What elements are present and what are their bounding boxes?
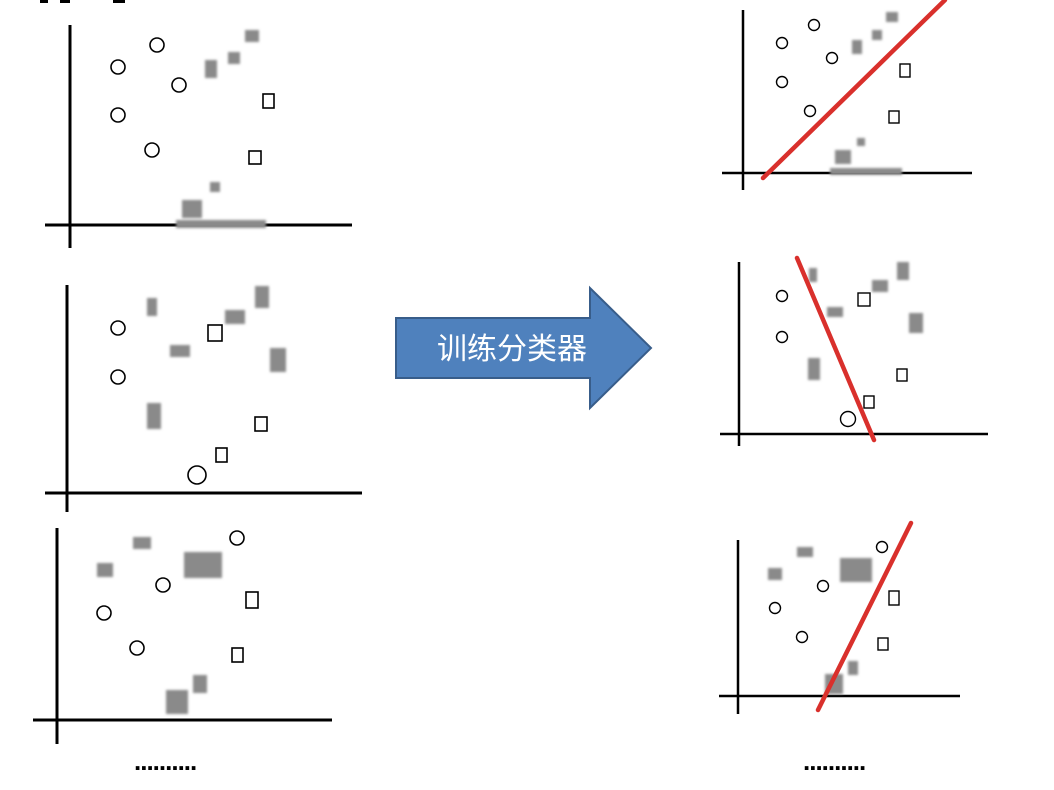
circle-marker	[110, 369, 126, 385]
circle-marker	[171, 77, 187, 93]
arrow-shape	[395, 285, 653, 411]
ellipsis-right: ..........	[803, 746, 866, 776]
circle-marker	[775, 330, 789, 344]
classifier-line	[760, 0, 948, 181]
classifier-line	[794, 255, 877, 443]
circle-marker	[129, 640, 145, 656]
train-classifier-arrow: 训练分类器	[395, 285, 653, 411]
square-marker	[248, 150, 262, 165]
classified-scatter-plot-3	[719, 520, 960, 714]
circle-marker	[149, 37, 165, 53]
circle-marker	[803, 104, 817, 118]
square-marker	[245, 591, 259, 609]
input-scatter-plot-3	[33, 528, 332, 744]
square-marker	[215, 447, 228, 463]
pixelated-marker	[808, 262, 923, 380]
square-marker	[857, 292, 871, 307]
pixelated-marker	[176, 30, 266, 228]
circle-marker	[775, 289, 789, 303]
circle-marker	[839, 410, 857, 428]
circle-marker	[155, 577, 171, 593]
pixelated-marker	[147, 286, 286, 429]
circle-marker	[875, 540, 889, 554]
input-scatter-plot-2	[45, 285, 362, 512]
pixelated-marker	[768, 547, 872, 694]
square-marker	[207, 324, 223, 342]
square-marker	[899, 63, 911, 78]
square-marker	[896, 368, 908, 382]
circle-marker	[816, 579, 830, 593]
circle-marker	[110, 59, 126, 75]
classified-scatter-plot-1	[722, 0, 972, 190]
arrow-label: 训练分类器	[437, 332, 587, 367]
circle-marker	[110, 320, 126, 336]
circle-marker	[187, 465, 207, 485]
circle-marker	[807, 18, 821, 32]
circle-marker	[96, 605, 112, 621]
circle-marker	[229, 530, 245, 546]
square-marker	[254, 416, 268, 432]
square-marker	[262, 93, 275, 109]
pixelated-marker	[830, 12, 902, 175]
square-marker	[863, 395, 875, 409]
circle-marker	[768, 601, 782, 615]
ellipsis-left: ..........	[134, 746, 197, 776]
pixelated-marker	[97, 537, 222, 714]
circle-marker	[775, 36, 789, 50]
classifier-line	[815, 520, 914, 713]
circle-marker	[795, 630, 809, 644]
circle-marker	[144, 142, 160, 158]
input-scatter-plot-1	[45, 25, 352, 248]
square-marker	[888, 590, 900, 606]
square-marker	[888, 110, 900, 124]
square-marker	[231, 647, 244, 663]
circle-marker	[825, 51, 839, 65]
cropped-fragment	[40, 0, 125, 3]
circle-marker	[775, 75, 789, 89]
square-marker	[877, 637, 889, 651]
circle-marker	[110, 107, 126, 123]
classified-scatter-plot-2	[720, 255, 988, 446]
